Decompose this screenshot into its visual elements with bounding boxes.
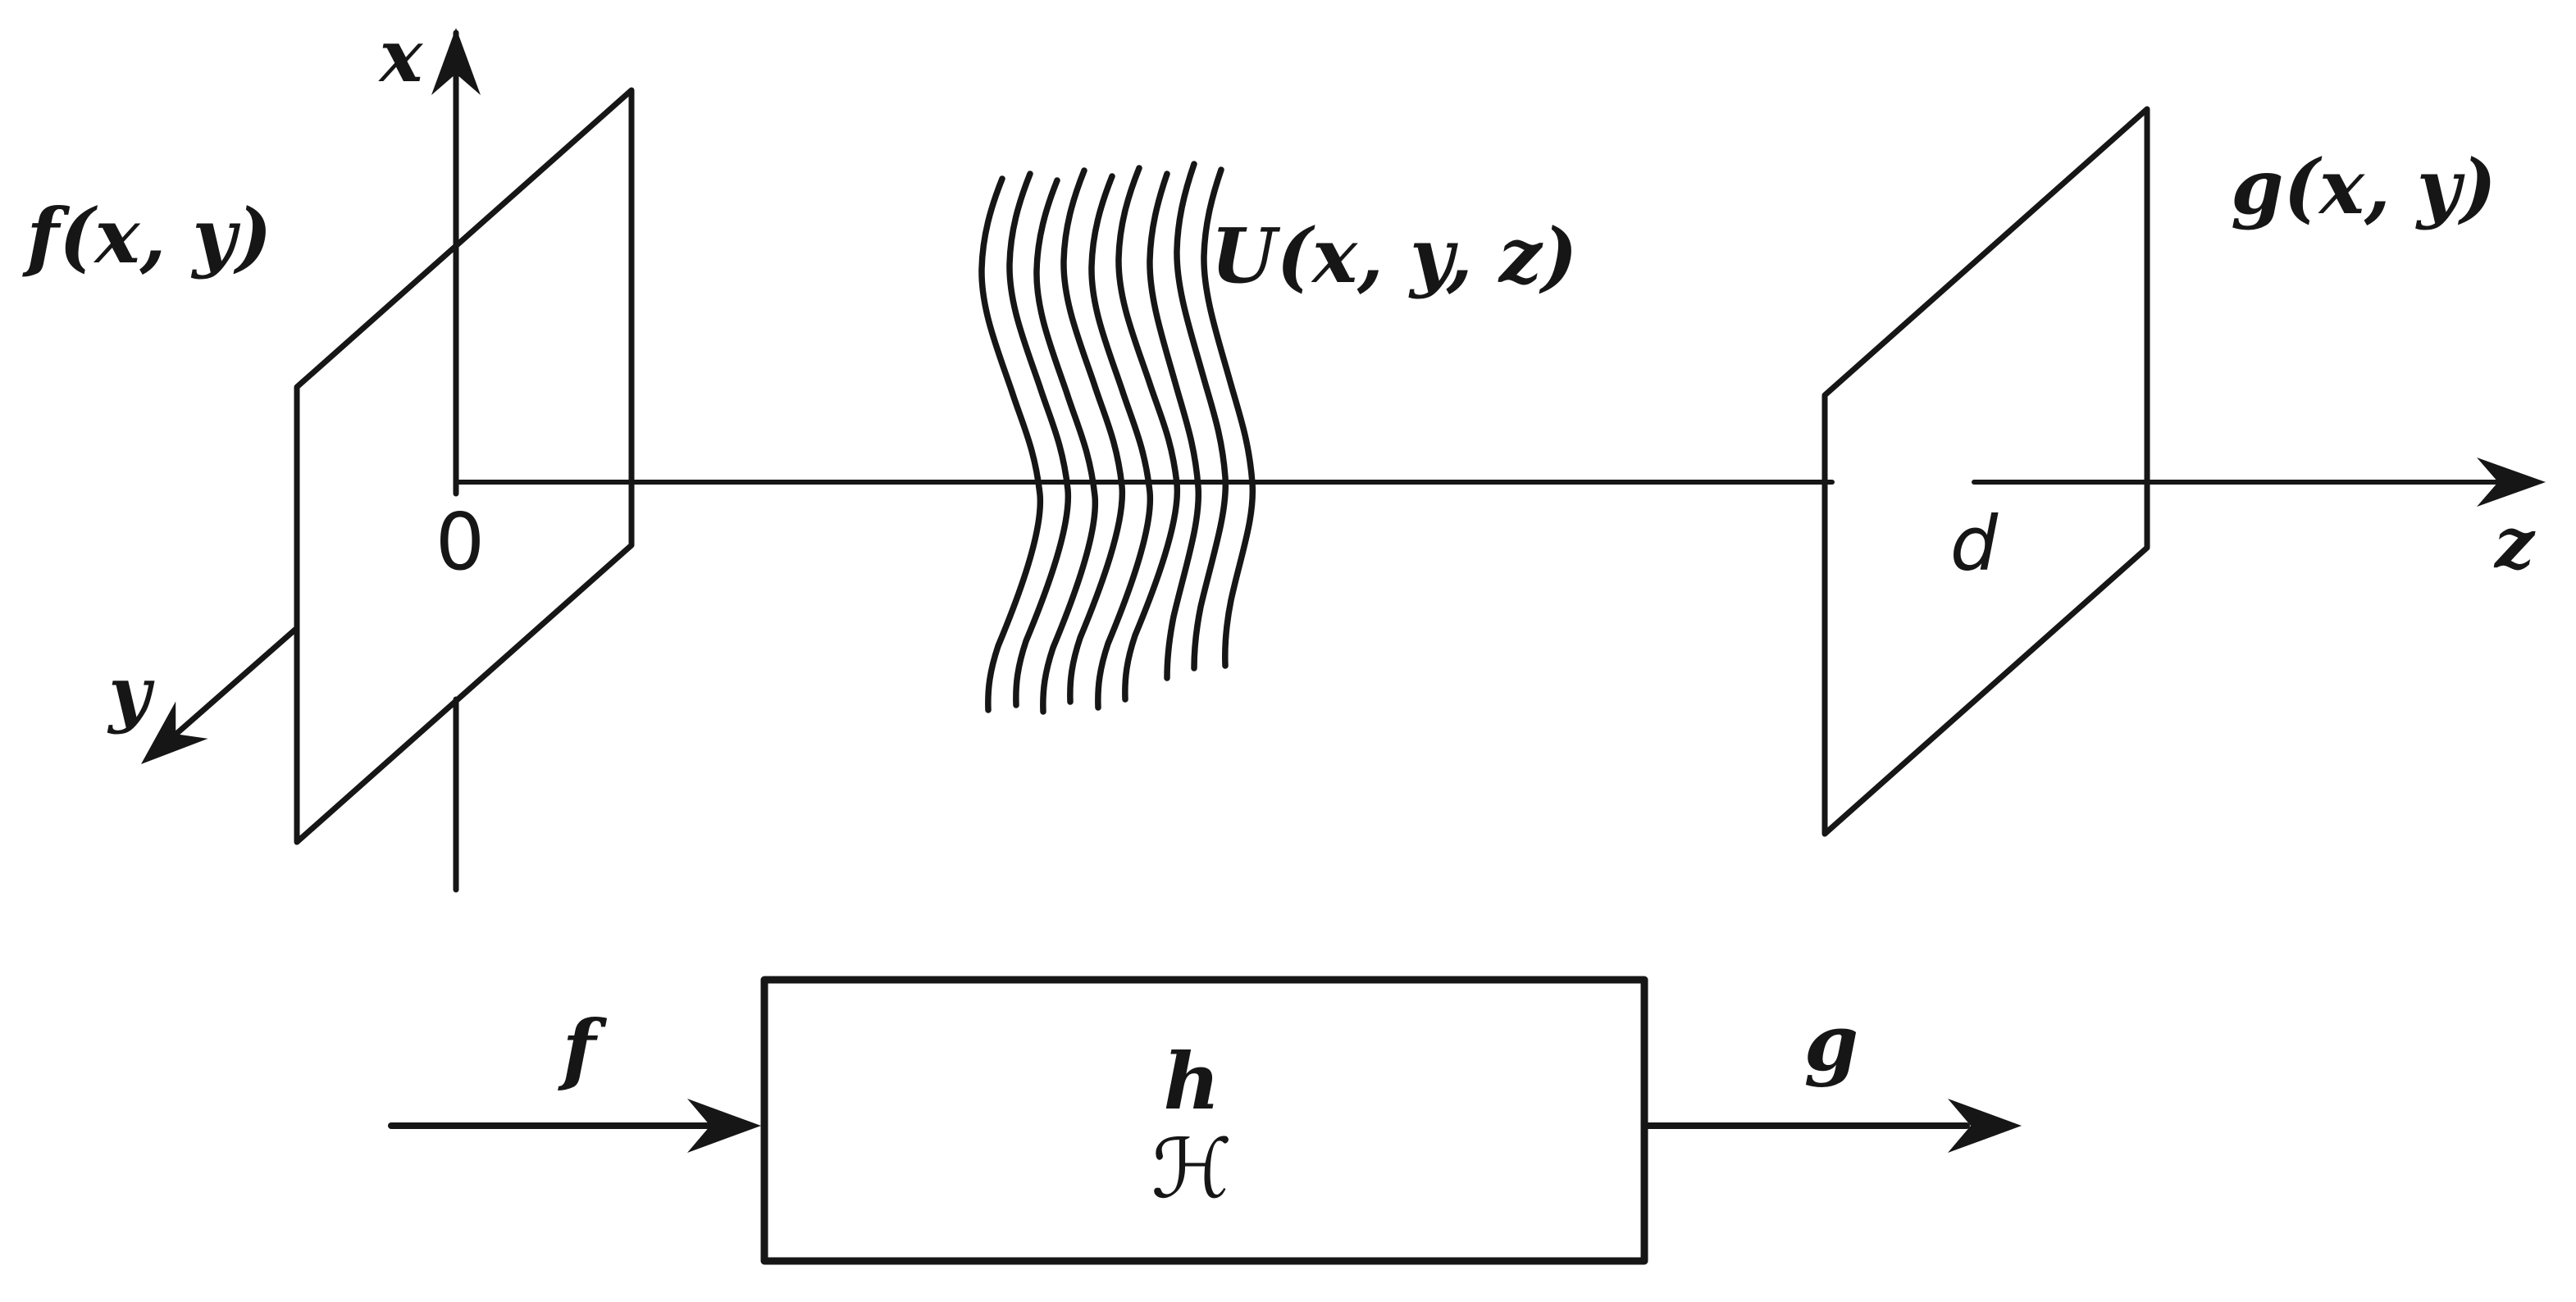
output-plane-position-label: d [1950, 500, 1999, 588]
wavefront-curve [1147, 171, 1202, 681]
wavefront-curve [1033, 177, 1099, 715]
origin-label: 0 [435, 498, 485, 588]
transfer-function-label: ℋ [1151, 1121, 1233, 1217]
input-arrow [388, 1099, 761, 1153]
output-plane-label: g(x, y) [2231, 143, 2496, 231]
y-axis-label: y [107, 650, 155, 735]
block-output-label: g [1804, 998, 1858, 1089]
system-box [760, 976, 1648, 1265]
wavefronts [978, 161, 1256, 715]
wavefront-curve [1060, 167, 1126, 705]
z-axis-arrow [455, 458, 2546, 507]
wavefront-label: U(x, y, z) [1210, 212, 1577, 300]
z-axis-label: z [2493, 503, 2536, 585]
z-axis-arrowhead [2477, 458, 2546, 507]
input-plane [294, 87, 635, 845]
x-axis-arrowhead [431, 28, 481, 95]
wavefront-curve [1115, 165, 1181, 703]
y-axis-arrowhead [141, 701, 208, 764]
wavefront-curve [978, 175, 1044, 713]
block-input-label: f [558, 1004, 608, 1095]
propagation-diagram: x y z f(x, y) 0 [22, 13, 2546, 893]
output-plane [1821, 106, 2150, 837]
y-axis-arrow [141, 625, 300, 764]
wavefront-curve [1174, 161, 1229, 671]
wavefront-curve [1201, 166, 1256, 669]
impulse-response-label: h [1163, 1036, 1220, 1127]
x-axis-arrow [431, 28, 481, 893]
input-plane-label: f(x, y) [22, 192, 272, 280]
output-arrow [1641, 1099, 2022, 1153]
block-diagram: f h ℋ g [388, 976, 2022, 1265]
wavefront-curve [1006, 171, 1072, 708]
x-axis-label: x [378, 13, 424, 98]
input-arrowhead [687, 1099, 761, 1153]
output-arrowhead [1948, 1099, 2022, 1153]
wavefront-curve [1088, 173, 1154, 711]
